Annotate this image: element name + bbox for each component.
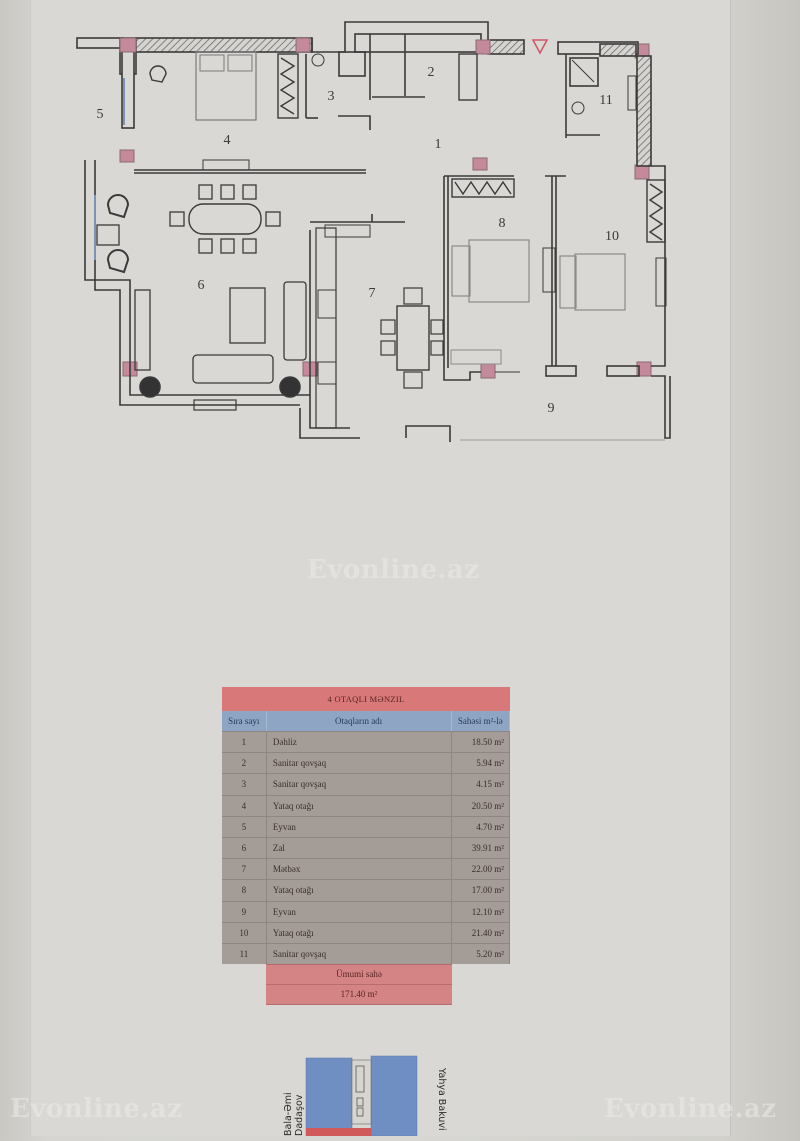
header-name: Otaqların adı bbox=[267, 711, 452, 731]
page-edge-left bbox=[30, 0, 31, 1136]
street-label-right: Yahya Bakuvi bbox=[436, 1068, 447, 1131]
row-room-name: Yataq otağı bbox=[267, 880, 453, 901]
row-room-name: Sanitar qovşaq bbox=[267, 753, 453, 774]
row-area: 12.10 m² bbox=[452, 901, 510, 922]
room-number-label: 1 bbox=[435, 137, 442, 152]
room-number-label: 5 bbox=[97, 107, 104, 122]
room-number-label: 9 bbox=[548, 401, 555, 416]
row-area: 17.00 m² bbox=[452, 880, 510, 901]
watermark-bottom-right: Evonline.az bbox=[604, 1094, 777, 1124]
room-number-label: 4 bbox=[224, 133, 231, 148]
floor-plan: 1 2 3 4 5 6 7 8 9 10 11 bbox=[0, 0, 800, 460]
row-area: 5.94 m² bbox=[452, 753, 510, 774]
row-index: 9 bbox=[222, 901, 267, 922]
row-index: 11 bbox=[222, 943, 267, 965]
row-index: 5 bbox=[222, 816, 267, 837]
row-room-name: Sanitar qovşaq bbox=[267, 774, 453, 795]
row-area: 21.40 m² bbox=[452, 922, 510, 943]
page-edge-right bbox=[730, 0, 731, 1136]
watermark-center: Evonline.az bbox=[307, 555, 480, 585]
total-area-block: Ümumi sahə 171.40 m² bbox=[266, 964, 452, 1006]
row-room-name: Dəhliz bbox=[267, 732, 453, 753]
total-value: 171.40 m² bbox=[266, 985, 452, 1006]
row-room-name: Mətbəx bbox=[267, 859, 453, 880]
room-number-label: 2 bbox=[428, 65, 435, 80]
row-index: 2 bbox=[222, 753, 267, 774]
room-number-label: 6 bbox=[198, 278, 205, 293]
row-index: 1 bbox=[222, 732, 267, 753]
area-table: 4 OTAQLI MƏNZIL Sıra sayı Otaqların adı … bbox=[222, 687, 510, 1006]
row-area: 39.91 m² bbox=[452, 837, 510, 859]
row-index: 8 bbox=[222, 880, 267, 901]
row-index: 7 bbox=[222, 859, 267, 880]
row-room-name: Yataq otağı bbox=[267, 795, 453, 816]
row-area: 20.50 m² bbox=[452, 795, 510, 816]
row-area: 4.70 m² bbox=[452, 816, 510, 837]
row-room-name: Zal bbox=[267, 837, 453, 859]
row-index: 6 bbox=[222, 837, 267, 859]
row-area: 22.00 m² bbox=[452, 859, 510, 880]
header-area: Sahəsi m²-lə bbox=[452, 711, 510, 731]
row-area: 5.20 m² bbox=[452, 943, 510, 965]
total-label: Ümumi sahə bbox=[266, 965, 452, 986]
room-number-label: 8 bbox=[499, 216, 506, 231]
table-title: 4 OTAQLI MƏNZIL bbox=[222, 687, 510, 711]
room-number-label: 10 bbox=[605, 229, 619, 244]
site-plan bbox=[300, 1052, 440, 1137]
row-index: 4 bbox=[222, 795, 267, 816]
row-area: 18.50 m² bbox=[452, 732, 510, 753]
row-room-name: Eyvan bbox=[267, 816, 453, 837]
table-header-row: Sıra sayı Otaqların adı Sahəsi m²-lə bbox=[222, 711, 510, 731]
street-label-left: Bala-Əmi Dadaşov bbox=[283, 1092, 305, 1136]
row-room-name: Sanitar qovşaq bbox=[267, 943, 453, 965]
header-index: Sıra sayı bbox=[222, 711, 267, 731]
row-room-name: Eyvan bbox=[267, 901, 453, 922]
row-index: 3 bbox=[222, 774, 267, 795]
room-number-label: 7 bbox=[369, 286, 376, 301]
room-number-label: 3 bbox=[328, 89, 335, 104]
row-index: 10 bbox=[222, 922, 267, 943]
room-number-label: 11 bbox=[599, 93, 612, 108]
watermark-bottom-left: Evonline.az bbox=[10, 1094, 183, 1124]
row-area: 4.15 m² bbox=[452, 774, 510, 795]
row-room-name: Yataq otağı bbox=[267, 922, 453, 943]
